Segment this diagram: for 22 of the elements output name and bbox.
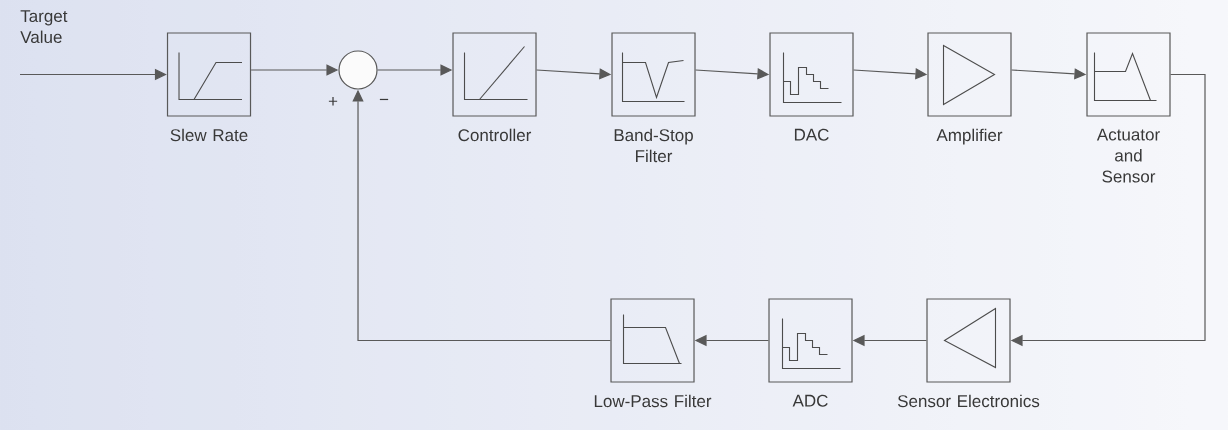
block-box (1086, 32, 1171, 117)
block-box (610, 298, 695, 383)
summing-junction (338, 50, 378, 90)
block-label: DAC (794, 128, 829, 141)
input-label: Target Value (20, 10, 68, 44)
block-label: Slew Rate (170, 128, 248, 142)
block-box (926, 298, 1011, 383)
block-box (769, 32, 854, 117)
block-label: ADC (792, 394, 828, 407)
block-label: Band-Stop Filter (614, 128, 693, 163)
block-label: Amplifier (936, 128, 1003, 145)
block-box (611, 32, 696, 117)
sign-label: + (328, 97, 338, 106)
block-box (768, 298, 853, 383)
block-box (452, 32, 537, 117)
block-label: Controller (458, 128, 532, 142)
block-label: Low-Pass Filter (594, 394, 712, 408)
block-box (166, 32, 252, 117)
block-label: Sensor Electronics (897, 394, 1040, 408)
block-box (927, 32, 1012, 117)
block-label: Actuator and Sensor (1096, 128, 1160, 183)
sign-label: − (379, 98, 389, 101)
